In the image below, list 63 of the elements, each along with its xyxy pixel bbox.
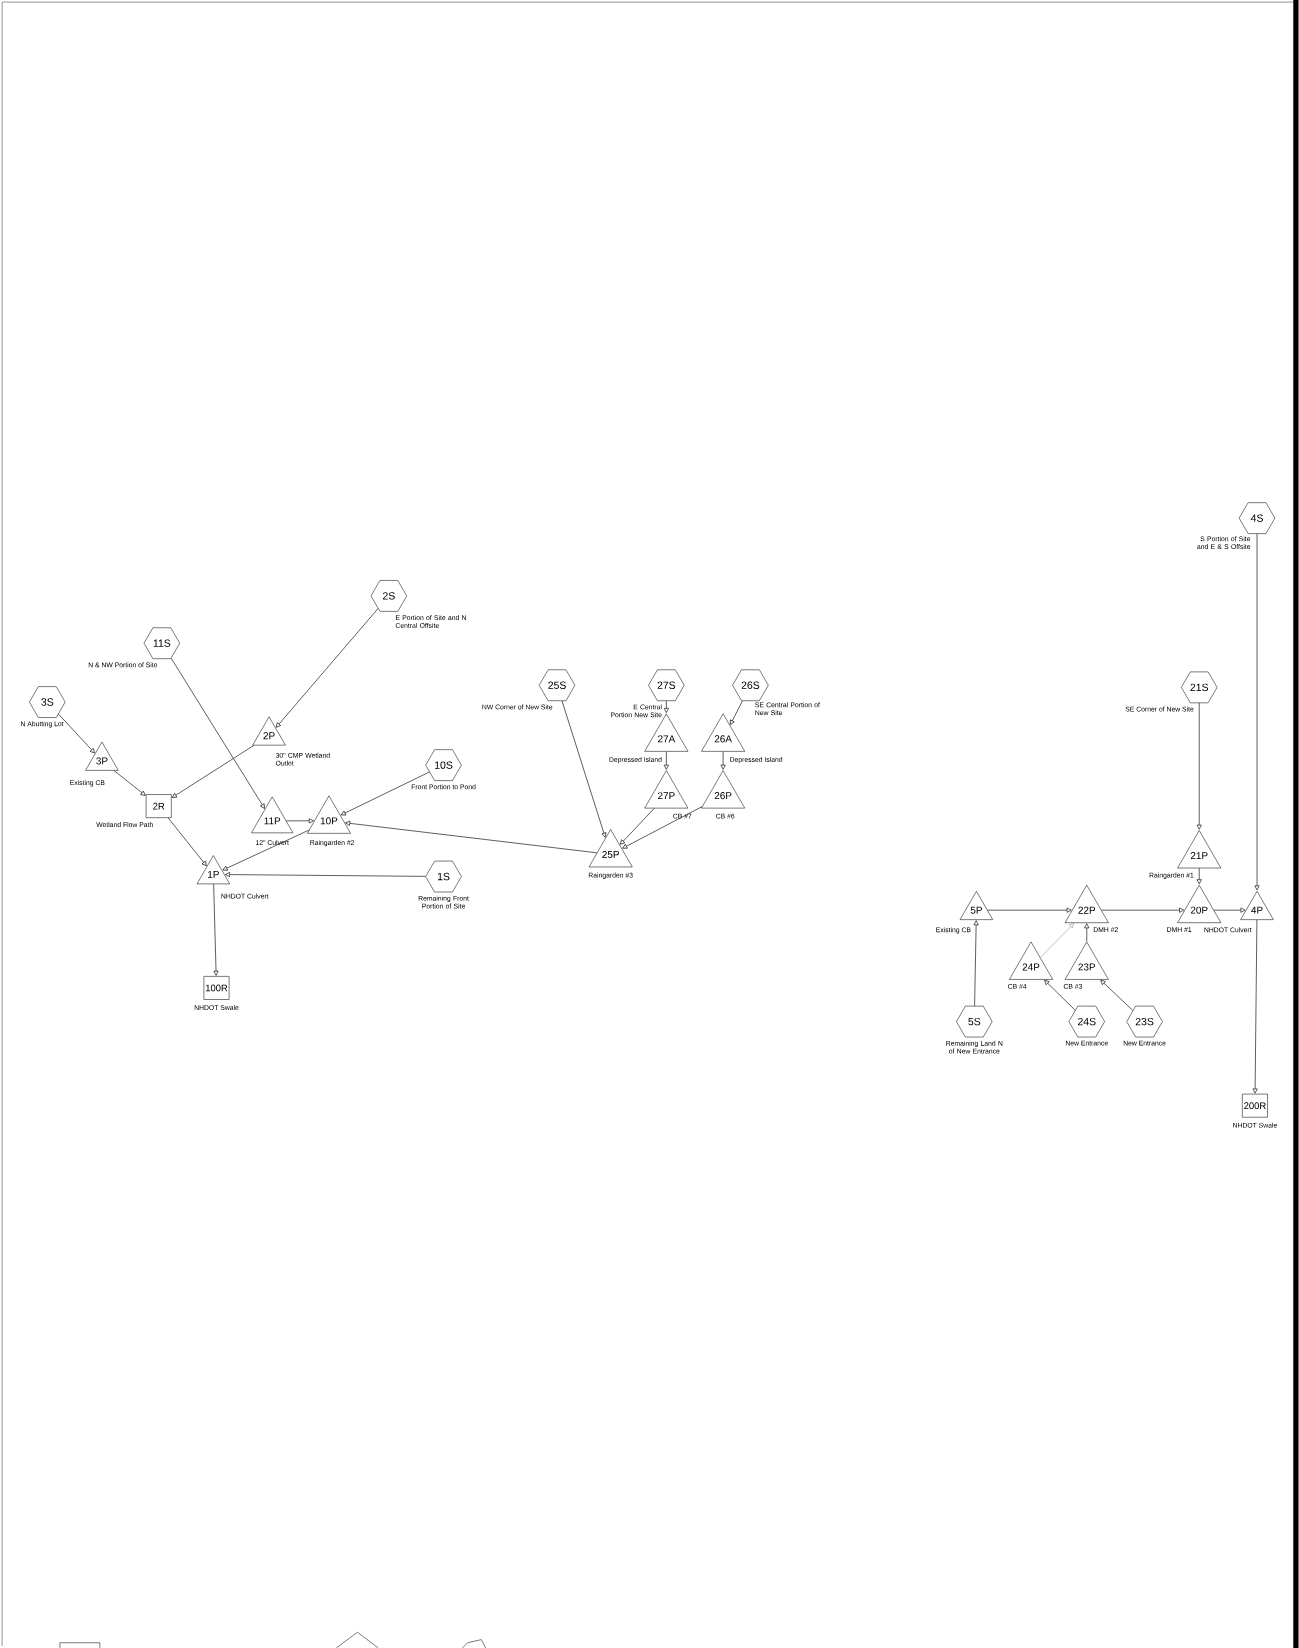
arrow	[622, 806, 703, 849]
subcatchment-hexagon: 5S	[956, 1005, 993, 1038]
arrow	[729, 700, 743, 725]
pond-triangle: 23P	[1064, 941, 1109, 980]
subcatchment-hexagon: 25S	[538, 669, 576, 701]
subcatchment-hexagon: 23S	[1126, 1005, 1163, 1038]
subcatchment-hexagon: 11S	[143, 627, 180, 659]
arrow	[973, 920, 979, 1007]
pond-triangle: 20P	[1177, 884, 1222, 923]
subcatchment-hexagon: 4S	[1238, 502, 1276, 534]
arrow	[720, 751, 726, 770]
subcatchment-hexagon: 24S	[1068, 1005, 1105, 1038]
arrow	[113, 770, 146, 796]
reach-square: 2R	[145, 794, 172, 818]
arrow	[619, 808, 655, 845]
pond-triangle: 26A	[701, 713, 745, 752]
subcatchment-hexagon: 26S	[732, 669, 769, 701]
arrow	[1100, 979, 1134, 1011]
arrow	[1213, 907, 1246, 913]
arrow	[345, 820, 598, 854]
arrow	[561, 700, 607, 838]
subcatchment-hexagon: 21S	[1181, 671, 1218, 704]
arrow	[663, 700, 669, 713]
pond-triangle: 22P	[1064, 884, 1109, 923]
reach-square: 100R	[203, 976, 230, 1000]
arrow	[222, 829, 310, 871]
arrow	[1252, 919, 1258, 1094]
pond-triangle: 5P	[959, 891, 994, 920]
arrow	[225, 872, 426, 878]
pond-triangle: 27P	[644, 770, 689, 809]
arrow	[1101, 907, 1185, 913]
pond-triangle: 25P	[588, 829, 633, 868]
arrow	[1196, 702, 1202, 830]
arrow	[987, 907, 1072, 913]
subcatchment-hexagon: 3S	[29, 686, 66, 718]
arrow	[170, 658, 265, 809]
arrow	[213, 883, 219, 976]
subcatchment-hexagon: 10S	[425, 749, 462, 781]
arrow	[171, 745, 255, 798]
subcatchment-hexagon: 1S	[425, 860, 462, 893]
arrow	[275, 608, 379, 728]
pond-triangle: 24P	[1009, 941, 1053, 980]
arrow	[1196, 868, 1202, 885]
arrow	[1040, 923, 1074, 958]
arrow	[58, 713, 95, 754]
pond-triangle: 11P	[251, 796, 294, 834]
pond-triangle: 26P	[701, 770, 745, 809]
pond-triangle: 2P	[252, 716, 286, 746]
arrow	[1254, 533, 1260, 891]
subcatchment-hexagon: 27S	[648, 669, 685, 701]
pond-triangle: 4P	[1240, 891, 1274, 920]
pond-triangle: 1P	[196, 855, 230, 885]
reach-square: 200R	[1242, 1093, 1268, 1118]
pond-triangle: 3P	[85, 741, 119, 771]
arrow	[663, 751, 669, 770]
arrow	[340, 771, 430, 816]
arrow	[1044, 979, 1076, 1011]
arrow	[286, 818, 314, 824]
pond-triangle: 21P	[1177, 830, 1222, 869]
arrow	[167, 817, 207, 867]
subcatchment-hexagon: 2S	[370, 580, 407, 612]
pond-triangle: 10P	[307, 795, 351, 834]
arrow	[1084, 923, 1090, 942]
